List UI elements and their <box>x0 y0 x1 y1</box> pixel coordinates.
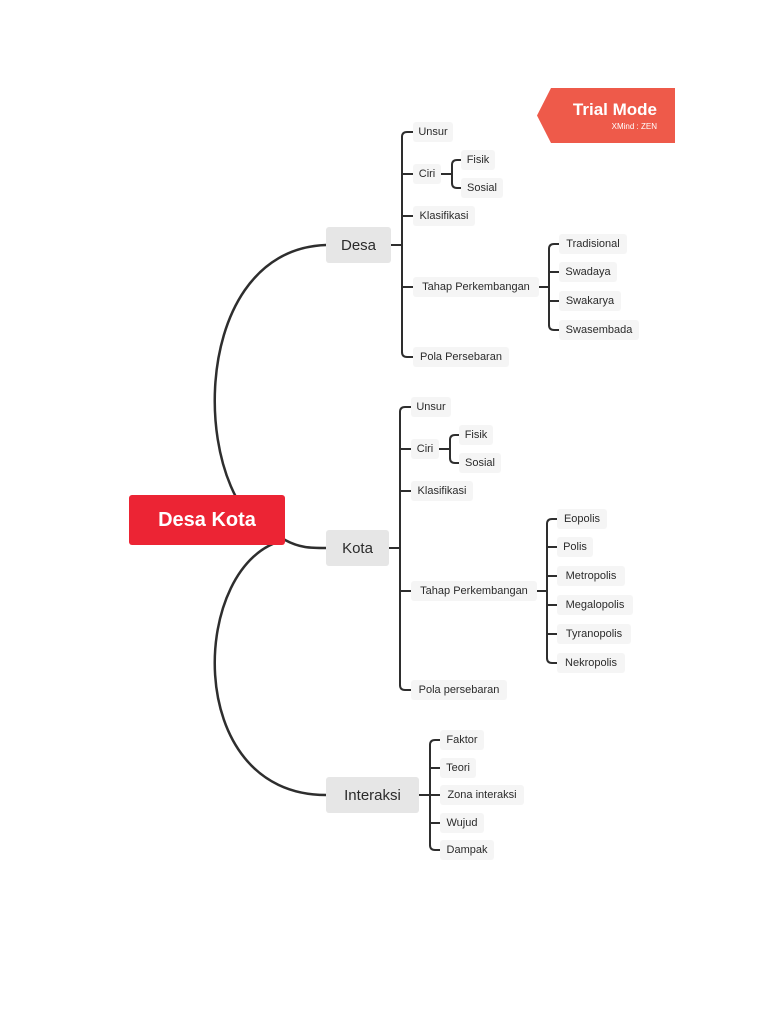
desa-unsur-node[interactable]: Unsur <box>413 122 453 142</box>
node-label: Tahap Perkembangan <box>422 281 530 293</box>
desa-swadaya-node[interactable]: Swadaya <box>559 262 617 282</box>
kota-klasifikasi-node[interactable]: Klasifikasi <box>411 481 473 501</box>
kota-ciri-sosial-node[interactable]: Sosial <box>459 453 501 473</box>
kota-tahap-perkembangan-node[interactable]: Tahap Perkembangan <box>411 581 537 601</box>
kota-tyranopolis-node[interactable]: Tyranopolis <box>557 624 631 644</box>
connector-line <box>548 324 560 331</box>
desa-swasembada-node[interactable]: Swasembada <box>559 320 639 340</box>
connector-line <box>546 518 558 525</box>
desa-ciri-sosial-node[interactable]: Sosial <box>461 178 503 198</box>
connector-line <box>429 739 441 746</box>
node-label: Pola Persebaran <box>420 351 502 363</box>
node-label: Eopolis <box>563 513 601 525</box>
node-label: Sosial <box>465 457 495 469</box>
node-label: Klasifikasi <box>417 485 467 497</box>
connector-line <box>451 182 462 189</box>
node-label: Zona interaksi <box>447 789 517 801</box>
node-label: Fisik <box>464 429 488 441</box>
interaksi-wujud-node[interactable]: Wujud <box>440 813 484 833</box>
connector-line <box>451 159 462 166</box>
kota-ciri-fisik-node[interactable]: Fisik <box>459 425 493 445</box>
node-label: Ciri <box>416 443 434 455</box>
connector-line <box>399 406 412 413</box>
node-label: Pola persebaran <box>418 684 500 696</box>
node-label: Swadaya <box>565 266 611 278</box>
connector-line <box>429 844 441 851</box>
desa-klasifikasi-node[interactable]: Klasifikasi <box>413 206 475 226</box>
node-label: Tahap Perkembangan <box>420 585 528 597</box>
kota-metropolis-node[interactable]: Metropolis <box>557 566 625 586</box>
node-label: Tradisional <box>566 238 620 250</box>
node-label: Nekropolis <box>565 657 617 669</box>
node-label: Polis <box>563 541 587 553</box>
node-label: Ciri <box>418 168 436 180</box>
node-label: Tyranopolis <box>565 628 623 640</box>
branch-label: Interaksi <box>344 786 401 804</box>
branch-node-desa[interactable]: Desa <box>326 227 391 263</box>
node-label: Fisik <box>466 154 490 166</box>
desa-ciri-fisik-node[interactable]: Fisik <box>461 150 495 170</box>
trial-mode-watermark: Trial Mode XMind : ZEN <box>537 88 675 143</box>
node-label: Sosial <box>467 182 497 194</box>
node-label: Unsur <box>418 126 448 138</box>
desa-pola-persebaran-node[interactable]: Pola Persebaran <box>413 347 509 367</box>
kota-nekropolis-node[interactable]: Nekropolis <box>557 653 625 673</box>
connector-line <box>548 243 560 250</box>
interaksi-faktor-node[interactable]: Faktor <box>440 730 484 750</box>
node-label: Metropolis <box>565 570 617 582</box>
desa-tahap-perkembangan-node[interactable]: Tahap Perkembangan <box>413 277 539 297</box>
desa-ciri-node[interactable]: Ciri <box>413 164 441 184</box>
node-label: Unsur <box>416 401 446 413</box>
interaksi-zona-interaksi-node[interactable]: Zona interaksi <box>440 785 524 805</box>
root-label: Desa Kota <box>158 508 256 531</box>
kota-ciri-node[interactable]: Ciri <box>411 439 439 459</box>
kota-eopolis-node[interactable]: Eopolis <box>557 509 607 529</box>
node-label: Klasifikasi <box>419 210 469 222</box>
node-label: Teori <box>446 762 470 774</box>
node-label: Wujud <box>446 817 478 829</box>
connector-line <box>401 131 414 138</box>
node-label: Swasembada <box>565 324 633 336</box>
watermark-title: Trial Mode <box>572 100 657 119</box>
interaksi-dampak-node[interactable]: Dampak <box>440 840 494 860</box>
connector-line <box>283 538 328 550</box>
branch-node-kota[interactable]: Kota <box>326 530 389 566</box>
branch-label: Desa <box>340 236 377 254</box>
interaksi-teori-node[interactable]: Teori <box>440 758 476 778</box>
kota-pola-persebaran-node[interactable]: Pola persebaran <box>411 680 507 700</box>
kota-polis-node[interactable]: Polis <box>557 537 593 557</box>
connector-line <box>449 457 460 464</box>
desa-tradisional-node[interactable]: Tradisional <box>559 234 627 254</box>
kota-unsur-node[interactable]: Unsur <box>411 397 451 417</box>
connector-line <box>546 657 558 664</box>
desa-swakarya-node[interactable]: Swakarya <box>559 291 621 311</box>
root-node[interactable]: Desa Kota <box>129 495 285 545</box>
node-label: Dampak <box>446 844 488 856</box>
kota-megalopolis-node[interactable]: Megalopolis <box>557 595 633 615</box>
watermark-subtitle: XMind : ZEN <box>611 122 657 131</box>
connector-line <box>399 684 412 691</box>
connector-line <box>213 538 328 797</box>
connector-line <box>401 351 414 358</box>
node-label: Swakarya <box>565 295 615 307</box>
node-label: Megalopolis <box>565 599 625 611</box>
connector-line <box>449 434 460 441</box>
node-label: Faktor <box>446 734 478 746</box>
branch-label: Kota <box>342 539 373 557</box>
branch-node-interaksi[interactable]: Interaksi <box>326 777 419 813</box>
